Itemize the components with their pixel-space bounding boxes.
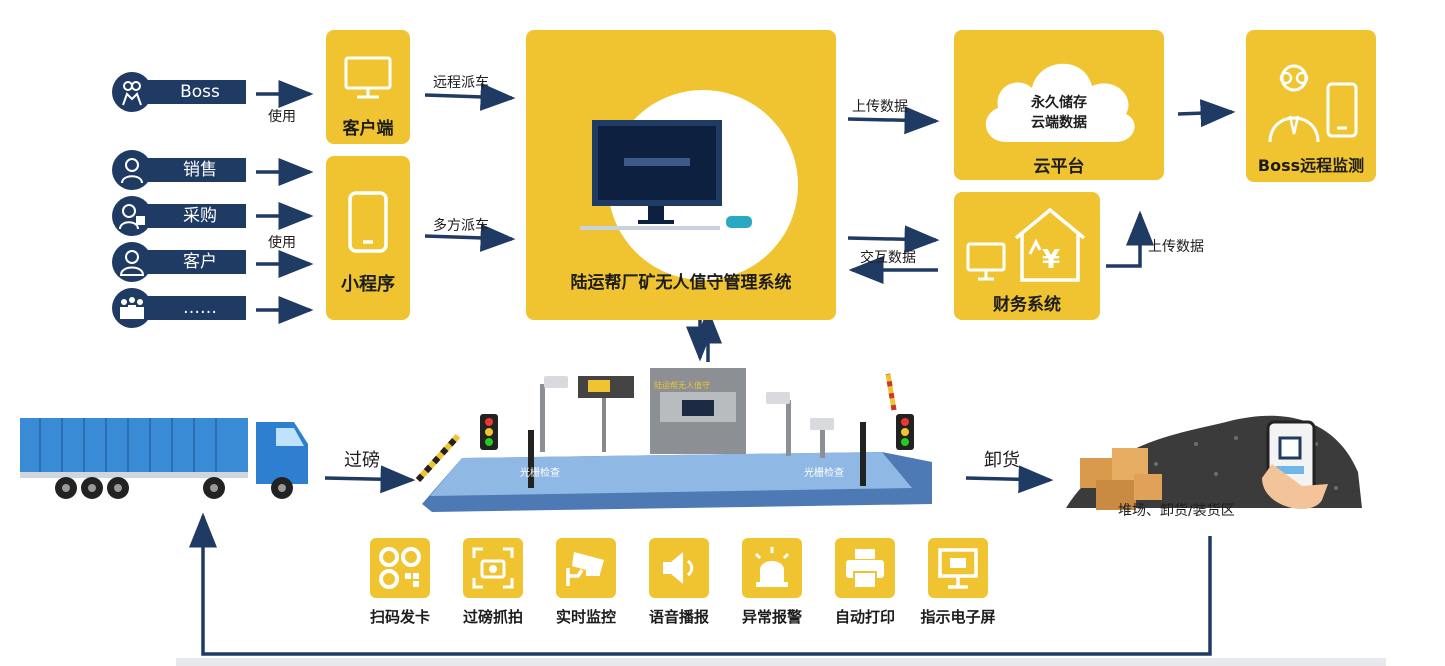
client-title: 客户端 (342, 119, 394, 139)
yard-illustration (1066, 415, 1362, 510)
feature-label: 过磅抓拍 (462, 608, 523, 626)
boss-monitor-icon (1268, 64, 1358, 143)
feature-weigh-capture: 过磅抓拍 (451, 538, 535, 627)
cloud-icon (985, 63, 1135, 142)
mini-program-title: 小程序 (341, 274, 395, 295)
printer-icon (846, 549, 884, 589)
role-boss: Boss (112, 72, 246, 112)
cloud-platform-box: 永久储存 云端数据 云平台 (954, 30, 1164, 180)
role-label: 采购 (183, 206, 217, 226)
finance-upload-label: 上传数据 (1148, 239, 1204, 255)
alarm-light-icon (754, 547, 790, 587)
feature-label: 异常报警 (741, 608, 802, 626)
cctv-camera-icon (566, 552, 604, 586)
smartphone-icon (348, 191, 388, 253)
role-customer: 客户 (112, 242, 246, 282)
feature-auto-print: 自动打印 (823, 538, 907, 627)
customer-person-icon (119, 250, 145, 276)
grating-label-right: 光栅检查 (804, 468, 844, 479)
unload-label: 卸货 (984, 450, 1020, 471)
role-label: …… (183, 298, 217, 318)
feature-label: 指示电子屏 (920, 608, 996, 626)
boss-monitor-title: Boss远程监测 (1257, 156, 1365, 175)
role-label: 客户 (183, 252, 217, 272)
weighbridge-illustration (415, 368, 932, 512)
camera-capture-icon (472, 547, 514, 589)
remote-dispatch-label: 远程派车 (433, 75, 489, 91)
desktop-computer-icon (580, 120, 752, 230)
main-system-title: 陆运帮厂矿无人值守管理系统 (570, 273, 792, 293)
truck-illustration (20, 418, 308, 499)
boss-monitor-box: Boss远程监测 (1246, 30, 1376, 182)
role-label: Boss (180, 82, 220, 102)
role-sales: 销售 (112, 150, 246, 190)
qr-code-icon (379, 547, 421, 589)
role-label: 销售 (183, 160, 217, 180)
boss-icon (122, 81, 142, 106)
upload-data-label: 上传数据 (852, 99, 908, 115)
finance-icon: ¥ (966, 207, 1086, 282)
feature-label: 实时监控 (555, 608, 616, 626)
purchase-person-icon (119, 204, 145, 230)
exchange-data-label: 交互数据 (860, 250, 916, 266)
use-label: 使用 (268, 109, 296, 125)
mini-program-box: 小程序 (326, 156, 410, 320)
speaker-icon (663, 552, 694, 584)
yard-label: 堆场、卸货/装货区 (1118, 503, 1235, 519)
main-system-box: 陆运帮厂矿无人值守管理系统 (526, 30, 836, 320)
sales-person-icon (121, 158, 143, 184)
cloud-line1: 永久储存 (1031, 95, 1087, 111)
weigh-label: 过磅 (344, 450, 380, 471)
feature-abnormal-alarm: 异常报警 (730, 538, 814, 627)
feature-voice-broadcast: 语音播报 (637, 538, 721, 627)
monitor-icon (344, 56, 392, 99)
feature-label: 语音播报 (648, 608, 709, 626)
role-purchase: 采购 (112, 196, 246, 236)
kiosk-label: 陆运帮无人值守 (654, 381, 710, 390)
feature-live-monitor: 实时监控 (544, 538, 628, 627)
footer-strip (176, 658, 1386, 666)
role-more: …… (112, 288, 246, 328)
feature-label: 扫码发卡 (369, 608, 430, 626)
cloud-title: 云平台 (1033, 157, 1085, 177)
finance-box: ¥ 财务系统 (954, 192, 1100, 320)
client-box: 客户端 (326, 30, 410, 144)
feature-indicator-screen: 指示电子屏 (916, 538, 1000, 627)
finance-title: 财务系统 (993, 295, 1061, 315)
grating-label-left: 光栅检查 (520, 468, 560, 479)
group-people-icon (120, 297, 144, 319)
feature-label: 自动打印 (834, 608, 895, 626)
multi-dispatch-label: 多方派车 (433, 218, 489, 234)
feature-scan-card: 扫码发卡 (358, 538, 442, 627)
use-label: 使用 (268, 235, 296, 251)
display-screen-icon (938, 548, 978, 589)
svg-text:¥: ¥ (1042, 245, 1060, 275)
cloud-line2: 云端数据 (1031, 115, 1087, 131)
